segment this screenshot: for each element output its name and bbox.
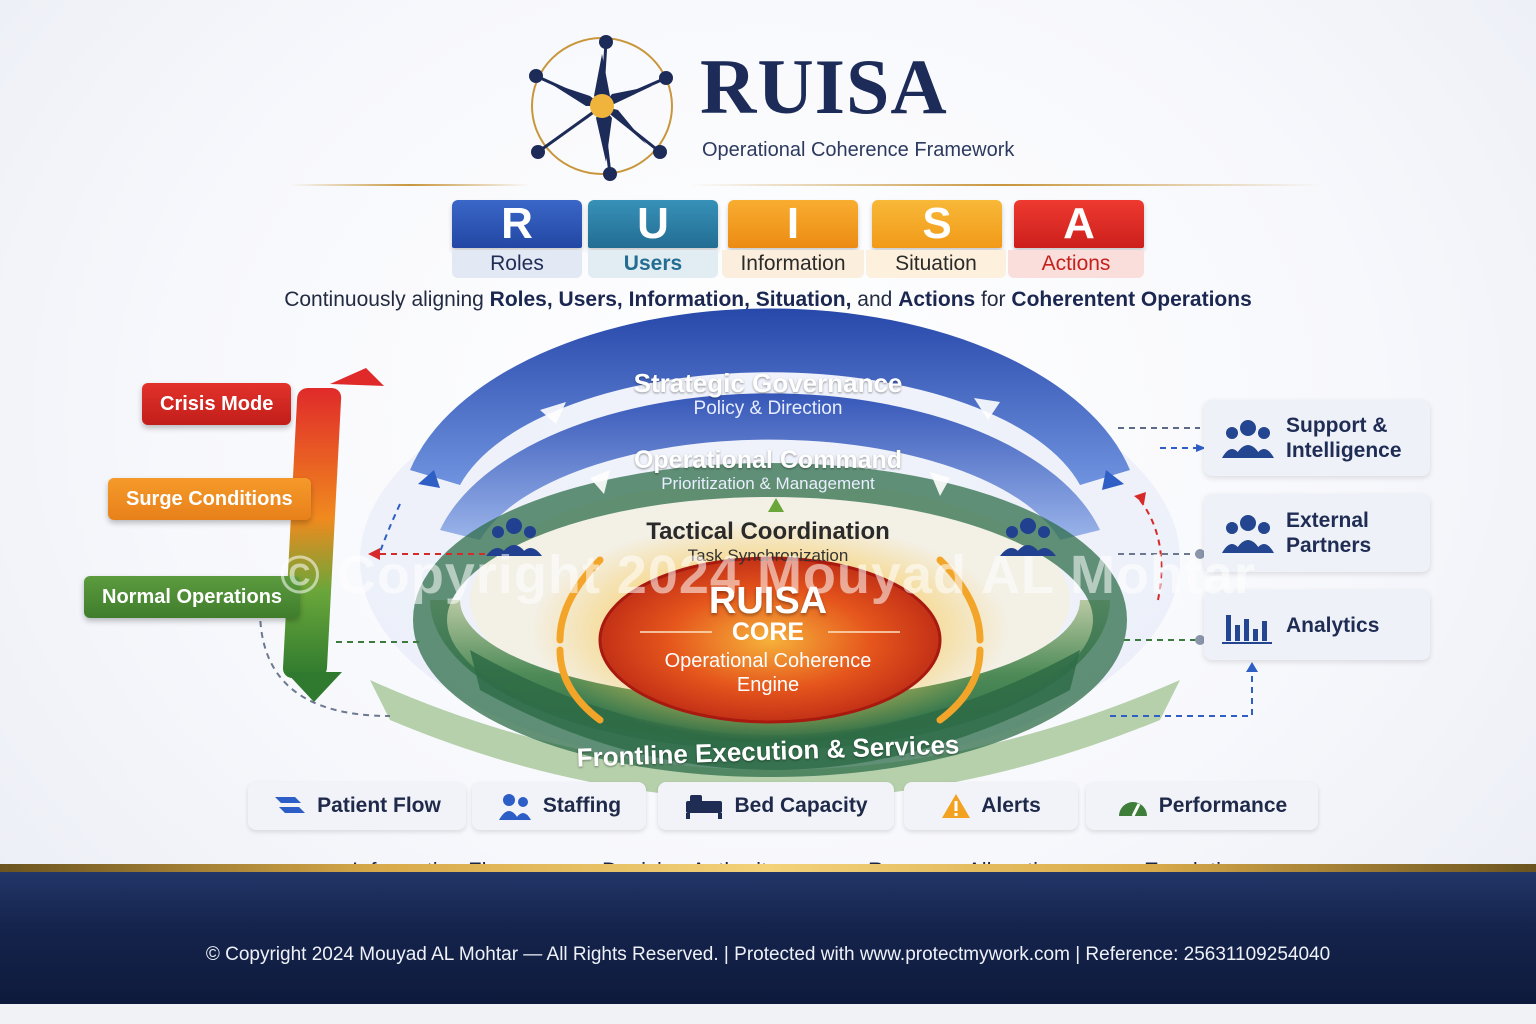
- tile-letter-i: I: [728, 200, 858, 248]
- ring-tactical-green: [413, 463, 1127, 777]
- tile-letter-a: A: [1014, 200, 1144, 248]
- tile-letter-r: R: [452, 200, 582, 248]
- team-right-icon: [1000, 518, 1056, 556]
- ring-frontline-outer: [370, 680, 1180, 800]
- info-flow-arrow: [540, 402, 566, 424]
- staff-icon: [498, 794, 531, 820]
- tile-word-users: Users: [588, 250, 718, 278]
- team-left-icon: [486, 518, 542, 556]
- deescalation-down-arrow: [286, 672, 342, 702]
- arrow-head: [1196, 444, 1206, 452]
- mode-surge: Surge Conditions: [108, 478, 311, 520]
- connector-node: [1195, 635, 1205, 645]
- tile-word-actions: Actions: [1008, 250, 1144, 278]
- ring-strategic-sub: Policy & Direction: [693, 398, 843, 419]
- ring-operational-title: Operational Command: [633, 446, 903, 474]
- footer-gold-rule: [0, 864, 1536, 872]
- panel-analytics: Analytics: [1204, 590, 1430, 660]
- info-flow-arrow: [590, 470, 610, 494]
- bar-chart-icon: [1222, 615, 1272, 644]
- support-line-2: Intelligence: [1286, 439, 1402, 462]
- tile-word-situation: Situation: [866, 250, 1006, 278]
- core-ellipse: [598, 556, 942, 724]
- patient-flow-icon: [275, 797, 306, 813]
- tile-word-information: Information: [722, 250, 864, 278]
- support-line-1: Support &: [1286, 414, 1388, 437]
- arrow-head: [368, 548, 380, 560]
- bed-icon: [686, 795, 723, 819]
- ring-operational: [440, 393, 1100, 540]
- arrow-head: [1134, 492, 1146, 504]
- escalation-up-arrow: [330, 368, 384, 386]
- footer-band: [0, 872, 1536, 1004]
- ring-strategic-title: Strategic Governance: [633, 368, 903, 398]
- tile-word-roles: Roles: [452, 250, 582, 278]
- external-line-2: Partners: [1286, 534, 1372, 557]
- info-flow-arrow: [930, 472, 950, 496]
- core-label: CORE: [731, 618, 805, 646]
- divider-left: [290, 184, 530, 186]
- connector-loop-right: [1110, 672, 1253, 717]
- footer-copyright: © Copyright 2024 Mouyad AL Mohtar — All …: [205, 944, 1331, 965]
- core-line-1: Operational Coherence: [664, 650, 872, 672]
- gauge-icon: [1118, 802, 1147, 817]
- chip-patient-flow: Patient Flow: [248, 782, 466, 830]
- decision-arrow: [936, 646, 984, 724]
- arrow-head: [1246, 662, 1258, 672]
- decision-arrow: [556, 556, 604, 644]
- connector-loop-left: [259, 609, 391, 717]
- analytics-label: Analytics: [1286, 613, 1380, 637]
- core-title: RUISA: [708, 580, 828, 622]
- connector-escalation-right: [1139, 499, 1163, 601]
- ring-tactical-sub: Task Synchronization: [687, 546, 849, 565]
- info-flow-arrow: [1102, 470, 1124, 490]
- chip-alerts: Alerts: [904, 782, 1078, 830]
- connector-node: [1195, 549, 1205, 559]
- bottom-strip: [0, 1004, 1536, 1024]
- brand-subtitle: Operational Coherence Framework: [702, 139, 1015, 161]
- chip-performance: Performance: [1086, 782, 1318, 830]
- resource-arrow: [768, 498, 784, 512]
- warning-icon: [942, 794, 971, 818]
- tagline: Continuously aligning Roles, Users, Info…: [284, 288, 1252, 311]
- mode-normal: Normal Operations: [84, 576, 301, 618]
- ring-operational-sub: Prioritization & Management: [661, 474, 875, 493]
- divider-right: [690, 184, 1320, 186]
- info-flow-arrow: [974, 398, 1000, 420]
- chip-staffing: Staffing: [472, 782, 646, 830]
- core-line-2: Engine: [736, 674, 800, 696]
- decision-arrow: [936, 556, 984, 644]
- copyright-watermark: © Copyright 2024 Mouyad AL Mohtar: [280, 545, 1256, 605]
- brand-title: RUISA: [700, 43, 948, 130]
- ruisa-star-logo-icon: [529, 35, 673, 181]
- chip-bed-capacity: Bed Capacity: [658, 782, 894, 830]
- decision-arrow: [556, 646, 604, 724]
- connector-surge: [379, 503, 401, 553]
- tile-letter-s: S: [872, 200, 1002, 248]
- tile-letter-u: U: [588, 200, 718, 248]
- ring-tactical-title: Tactical Coordination: [646, 518, 890, 545]
- ring-strategic: [410, 308, 1130, 485]
- mode-crisis: Crisis Mode: [142, 383, 292, 425]
- external-line-1: External: [1286, 509, 1369, 532]
- team-icon: [1222, 420, 1274, 458]
- team-icon: [1222, 515, 1274, 553]
- panel-support-intelligence: Support &Intelligence: [1204, 400, 1430, 476]
- info-flow-arrow: [418, 470, 440, 488]
